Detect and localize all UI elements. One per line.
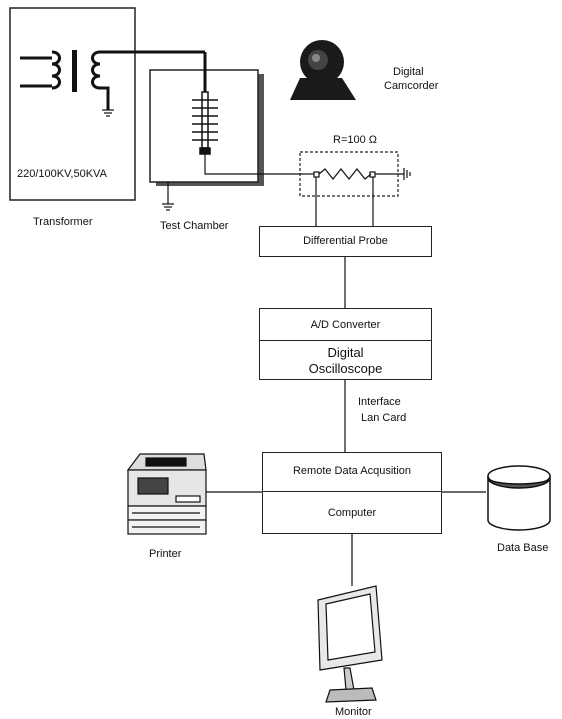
oscilloscope-label-line2: Oscilloscope — [308, 361, 383, 376]
transformer-secondary-coil-icon — [91, 50, 205, 110]
interface-label-line2: Lan Card — [361, 412, 407, 424]
resistor-icon — [300, 168, 404, 180]
transformer-core-icon — [72, 50, 77, 92]
differential-probe-label: Differential Probe — [303, 235, 388, 247]
insulator-icon — [192, 91, 218, 155]
interface-label-line1: Interface — [358, 396, 401, 408]
oscilloscope-divider — [260, 340, 431, 341]
oscilloscope-box: A/D Converter Digital Oscilloscope — [259, 308, 432, 380]
transformer-primary-coil-icon — [20, 50, 61, 90]
ad-converter-label: A/D Converter — [310, 319, 381, 331]
transformer-ground-icon — [102, 109, 114, 117]
chamber-ground-icon — [162, 203, 174, 211]
camcorder-icon — [290, 40, 356, 100]
monitor-label: Monitor — [335, 706, 372, 718]
transformer-box — [9, 7, 136, 201]
monitor-icon — [317, 585, 383, 703]
computer-label: Computer — [327, 507, 377, 519]
transformer-label: Transformer — [33, 216, 93, 228]
differential-probe-box: Differential Probe — [259, 226, 432, 257]
resistor-ground-icon — [403, 168, 411, 180]
printer-label: Printer — [149, 548, 182, 560]
printer-icon — [126, 453, 207, 535]
camcorder-label-line1: Digital — [393, 66, 424, 78]
database-icon — [487, 465, 551, 531]
transformer-rating: 220/100KV,50KVA — [17, 168, 107, 180]
computer-divider — [263, 491, 441, 492]
test-chamber-label: Test Chamber — [160, 220, 229, 232]
remote-data-acquisition-label: Remote Data Acqusition — [292, 465, 411, 477]
resistor-label: R=100 Ω — [333, 134, 377, 146]
database-label: Data Base — [497, 542, 549, 554]
oscilloscope-label-line1: Digital — [327, 345, 364, 360]
camcorder-label-line2: Camcorder — [384, 80, 439, 92]
computer-box: Remote Data Acqusition Computer — [262, 452, 442, 534]
